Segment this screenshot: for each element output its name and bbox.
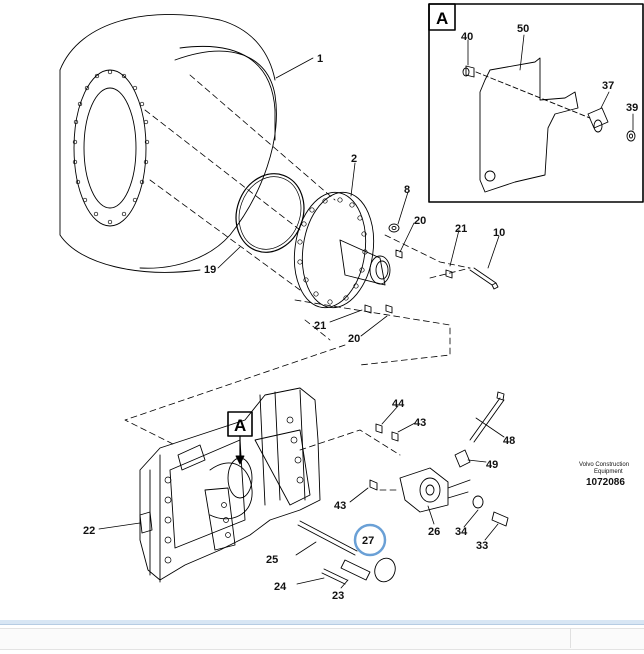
drum-bolt-holes xyxy=(72,69,150,225)
callout-49: 49 xyxy=(486,459,498,471)
callout-8: 8 xyxy=(404,184,410,196)
detail-marker-letter: A xyxy=(234,416,246,435)
callout-24: 24 xyxy=(274,581,287,593)
maker-caption: Volvo Construction Equipment xyxy=(579,462,629,475)
inset-letter: A xyxy=(436,9,448,28)
callout-26: 26 xyxy=(428,526,440,538)
callout-25: 25 xyxy=(266,554,278,566)
panel-divider xyxy=(0,620,644,625)
shaft-and-pins xyxy=(297,520,396,585)
callout-19: 19 xyxy=(204,264,216,276)
callout-40: 40 xyxy=(461,31,473,43)
callout-37: 37 xyxy=(602,80,614,92)
callout-34: 34 xyxy=(455,526,468,538)
panel-column-separator xyxy=(570,628,571,648)
panel-row xyxy=(0,628,644,650)
callout-48: 48 xyxy=(503,435,515,447)
callout-43: 43 xyxy=(414,417,426,429)
assembly-guide-lines xyxy=(124,74,471,491)
callout-22: 22 xyxy=(83,525,95,537)
parts-diagram: 1 2 8 20 21 10 19 21 20 44 43 48 49 43 2… xyxy=(59,3,644,602)
motor-assembly xyxy=(369,391,509,527)
maker-line-1: Volvo Construction xyxy=(579,462,629,468)
callouts: 1 2 8 20 21 10 19 21 20 44 43 48 49 43 2… xyxy=(83,23,638,602)
callout-21b: 21 xyxy=(314,320,326,332)
callout-2: 2 xyxy=(351,153,357,165)
flange-hub xyxy=(293,191,391,309)
callout-20b: 20 xyxy=(348,333,360,345)
callout-50: 50 xyxy=(517,23,529,35)
callout-33: 33 xyxy=(476,540,488,552)
callout-23: 23 xyxy=(332,590,344,602)
maker-line-2: Equipment xyxy=(594,469,623,475)
callout-43b: 43 xyxy=(334,500,346,512)
callout-39: 39 xyxy=(626,102,638,114)
highlight-ring xyxy=(353,523,387,557)
callout-44: 44 xyxy=(392,398,405,410)
callout-27: 27 xyxy=(362,535,374,547)
inset-label-box xyxy=(428,3,456,31)
leader-lines xyxy=(98,34,634,589)
frame-assembly xyxy=(139,387,321,583)
callout-10: 10 xyxy=(493,227,505,239)
flange-fasteners xyxy=(364,223,499,314)
inset-parts xyxy=(462,57,636,193)
callout-1: 1 xyxy=(317,53,323,65)
inset-frame xyxy=(428,3,644,203)
callout-20: 20 xyxy=(414,215,426,227)
bottom-panel xyxy=(0,620,644,654)
document-number: 1072086 xyxy=(586,477,625,488)
o-ring-19 xyxy=(235,173,305,253)
callout-21: 21 xyxy=(455,223,467,235)
drum-shell xyxy=(59,14,277,273)
